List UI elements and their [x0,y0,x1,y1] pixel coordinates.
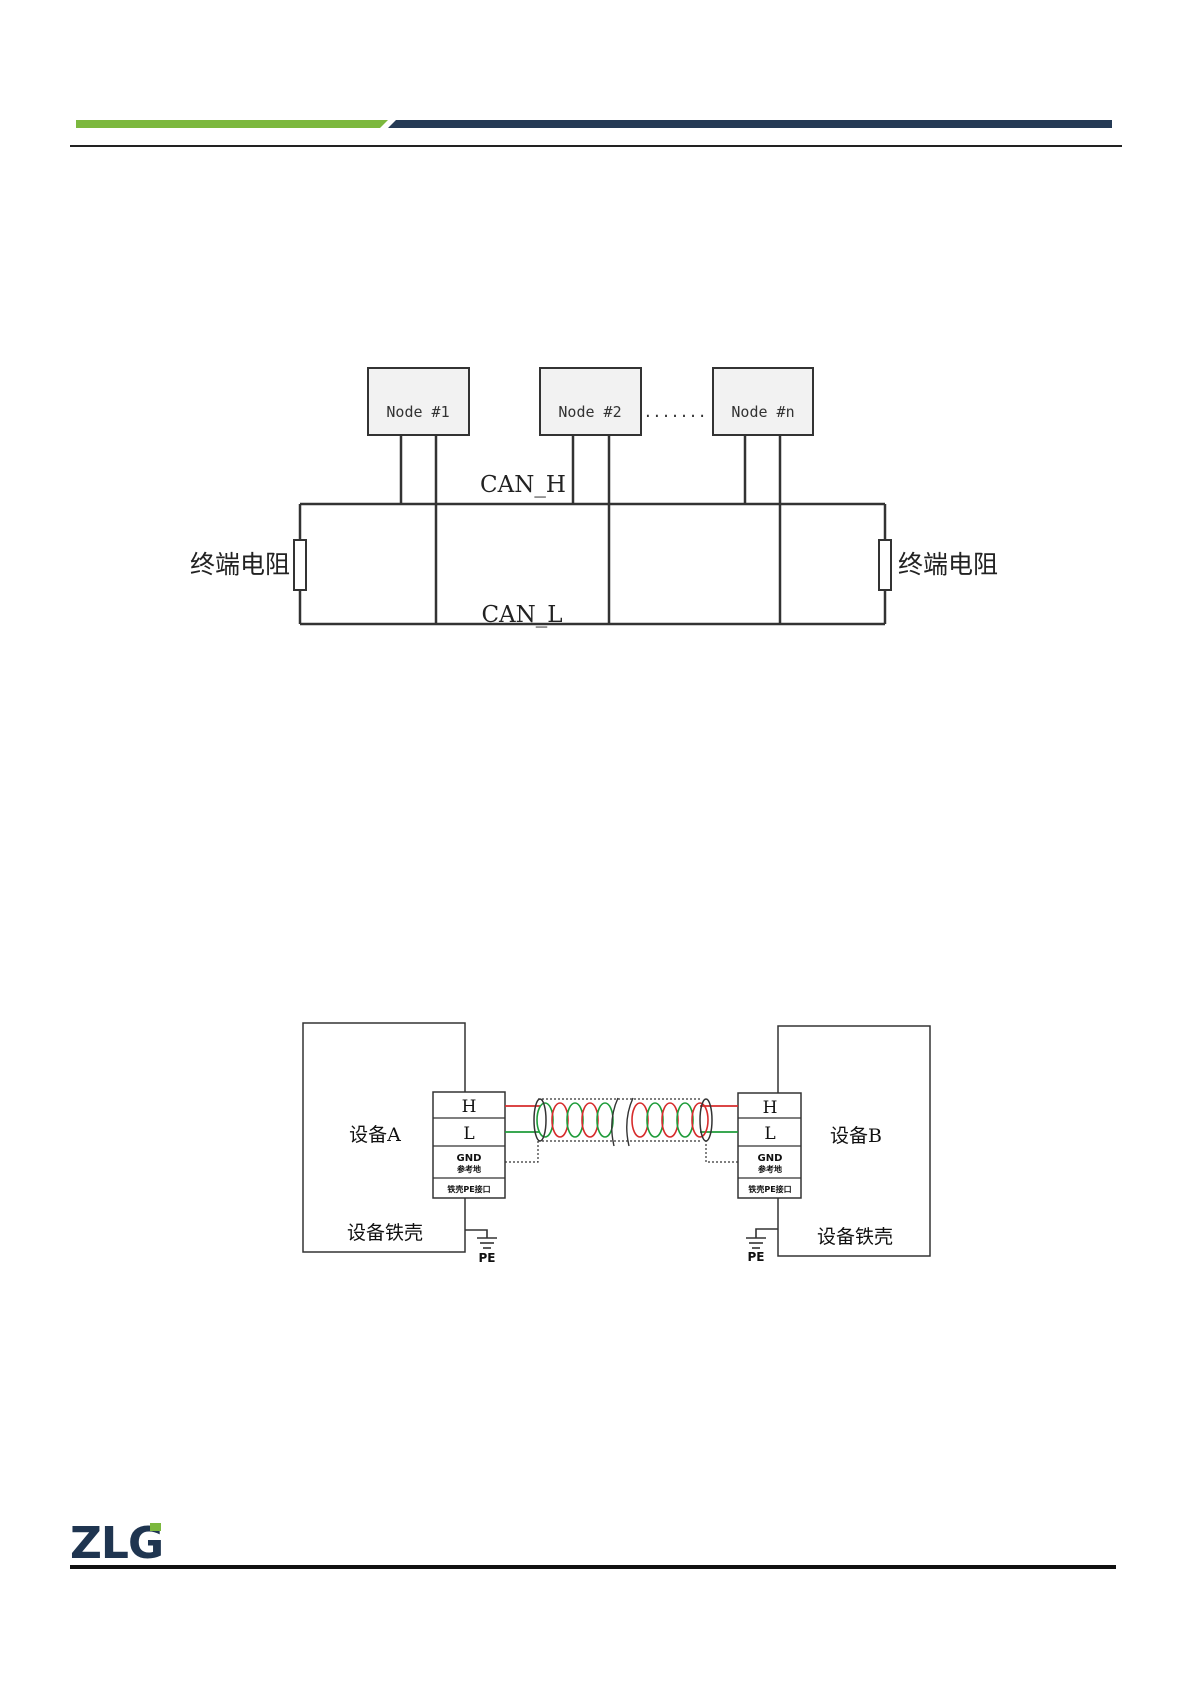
device-a-label: 设备A [349,1124,401,1146]
pe-label-b: PE [748,1250,765,1264]
can-l-label: CAN_L [481,602,562,628]
node-box-n: Node #n [713,368,813,435]
header-navy-bar [388,120,1112,128]
terminal-block-b: H L GND 参考地 铁壳PE接口 [738,1093,801,1198]
header-bars [0,0,1192,160]
zlg-logo-text: ZLG [70,1518,163,1569]
header-green-bar [76,120,388,128]
pin-gnd-sub-b: 参考地 [757,1164,782,1174]
pin-h-a: H [462,1097,477,1117]
node-box-1: Node #1 [368,368,469,435]
pin-pe-a: 铁壳PE接口 [447,1184,490,1194]
terminator-left [294,504,306,624]
wire-stubs [505,1106,738,1132]
terminator-right [879,504,891,624]
terminator-right-label: 终端电阻 [898,550,998,579]
node-label-2: Node #2 [558,403,621,421]
pin-pe-b: 铁壳PE接口 [748,1184,791,1194]
node-box-2: Node #2 [540,368,641,435]
pin-gnd-a: GND [457,1153,482,1164]
pin-l-b: L [764,1124,775,1144]
cable-break [612,1098,633,1146]
node-label-1: Node #1 [386,403,449,421]
zlg-logo-accent [150,1523,161,1531]
node-drop-lines [401,435,780,624]
device-b-label: 设备B [830,1125,882,1147]
pe-label-a: PE [479,1251,496,1265]
node-label-n: Node #n [731,403,794,421]
terminator-left-label: 终端电阻 [190,550,290,579]
can-h-label: CAN_H [480,472,566,498]
twisted-pair-right [632,1103,708,1137]
footer-art: ZLG [0,1510,1192,1580]
chassis-b-label: 设备铁壳 [817,1226,893,1248]
device-wiring-diagram: H L GND 参考地 铁壳PE接口 H L GND 参考地 铁壳PE接口 [0,1010,1192,1290]
ground-symbol-a [465,1230,497,1248]
zlg-logo: ZLG [70,1518,163,1569]
can-bus-diagram: Node #1 Node #2 Node #n ....... CAN_H CA… [0,340,1192,640]
pin-h-b: H [763,1098,778,1118]
pin-gnd-sub-a: 参考地 [456,1164,481,1174]
pin-l-a: L [463,1124,474,1144]
ground-symbol-b [746,1229,778,1248]
nodes-ellipsis: ....... [643,403,706,421]
pin-gnd-b: GND [758,1153,783,1164]
twisted-pair-left [537,1103,613,1137]
terminal-block-a: H L GND 参考地 铁壳PE接口 [433,1092,505,1198]
chassis-a-label: 设备铁壳 [347,1222,423,1244]
